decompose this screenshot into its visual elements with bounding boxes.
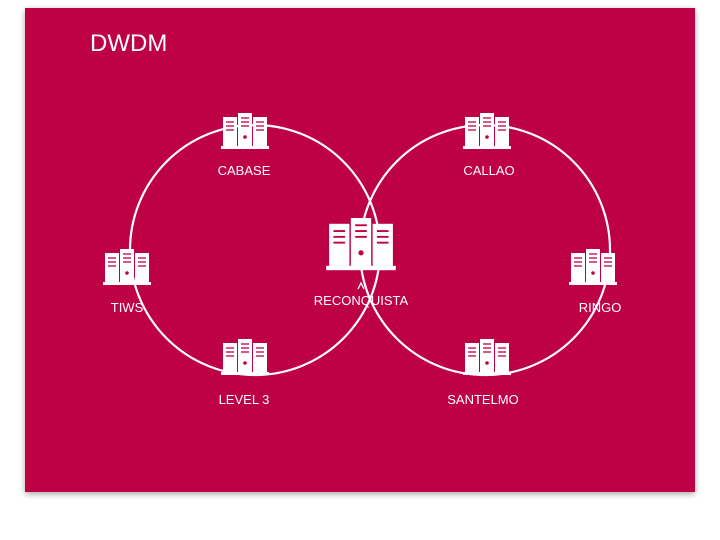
node-label-cabase: CABASE (218, 163, 271, 178)
node-santelmo (462, 338, 512, 376)
node-label-callao: CALLAO (463, 163, 514, 178)
node-ringo (568, 248, 618, 286)
node-label-santelmo: SANTELMO (447, 392, 519, 407)
reconquista-connector (357, 281, 365, 290)
node-label-reconquista: RECONQUISTA (314, 293, 409, 308)
server-rack-icon (220, 338, 270, 376)
node-callao (462, 112, 512, 150)
node-tiws (102, 248, 152, 286)
server-rack-icon (462, 338, 512, 376)
page-title: DWDM (90, 30, 168, 57)
server-rack-icon (102, 248, 152, 286)
node-reconquista (325, 217, 397, 272)
node-level3 (220, 338, 270, 376)
node-cabase (220, 112, 270, 150)
server-rack-icon (568, 248, 618, 286)
server-rack-icon (462, 112, 512, 150)
server-rack-icon (325, 217, 397, 272)
node-label-level3: LEVEL 3 (219, 392, 270, 407)
node-label-ringo: RINGO (579, 300, 622, 315)
server-rack-icon (220, 112, 270, 150)
node-label-tiws: TIWS (111, 300, 144, 315)
